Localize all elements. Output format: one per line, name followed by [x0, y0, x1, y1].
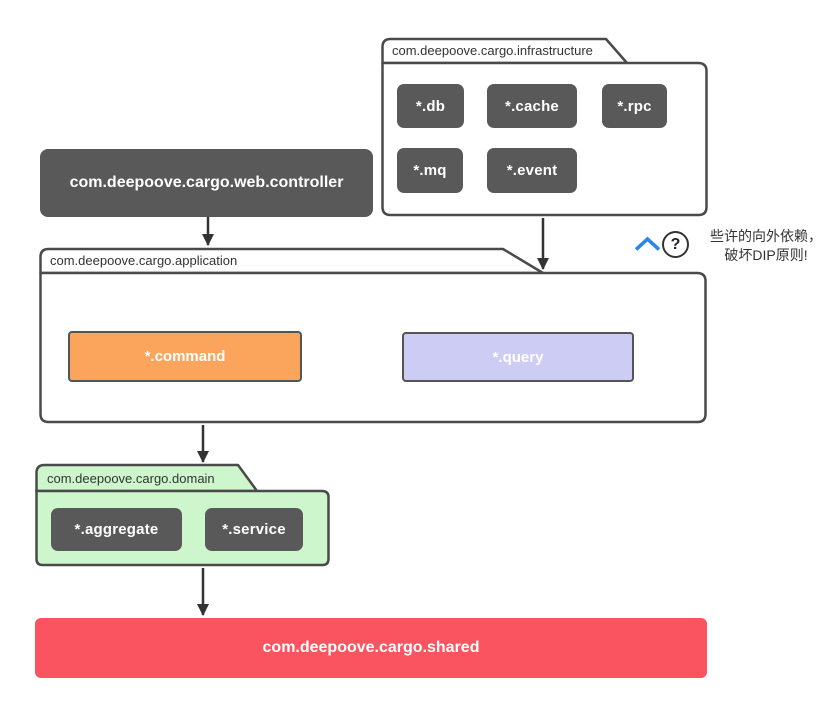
annotation-line-2: 破坏DIP原则!: [724, 247, 808, 263]
web-controller-label: com.deepoove.cargo.web.controller: [69, 174, 344, 191]
annotation-note: 些许的向外依赖， 破坏DIP原则!: [697, 227, 835, 265]
module-aggregate: *.aggregate: [51, 508, 182, 551]
annotation-line-1: 些许的向外依赖，: [710, 228, 822, 244]
chevron-up-icon: [634, 236, 661, 251]
module-mq: *.mq: [397, 148, 463, 193]
module-command: *.command: [68, 331, 302, 382]
module-db: *.db: [397, 84, 464, 128]
shared-package: com.deepoove.cargo.shared: [35, 618, 707, 678]
module-event-label: *.event: [506, 162, 558, 179]
module-query: *.query: [402, 332, 634, 382]
application-package: com.deepoove.cargo.application *.command…: [39, 247, 707, 426]
module-command-label: *.command: [144, 348, 226, 365]
module-cache: *.cache: [487, 84, 577, 128]
module-rpc: *.rpc: [602, 84, 667, 128]
module-query-label: *.query: [492, 348, 544, 366]
infrastructure-package: com.deepoove.cargo.infrastructure *.db *…: [381, 37, 709, 219]
domain-package: com.deepoove.cargo.domain *.aggregate *.…: [35, 463, 331, 569]
shared-label: com.deepoove.cargo.shared: [262, 639, 480, 656]
module-aggregate-label: *.aggregate: [74, 521, 159, 538]
infrastructure-label: com.deepoove.cargo.infrastructure: [392, 43, 593, 58]
module-service-label: *.service: [222, 521, 286, 538]
module-db-label: *.db: [415, 97, 446, 115]
application-folder-outline: [39, 247, 707, 424]
application-label: com.deepoove.cargo.application: [50, 253, 238, 268]
help-icon[interactable]: ?: [662, 231, 689, 258]
module-mq-label: *.mq: [413, 162, 447, 179]
module-event: *.event: [487, 148, 577, 193]
module-cache-label: *.cache: [505, 97, 559, 115]
web-controller-package: com.deepoove.cargo.web.controller: [40, 149, 373, 217]
module-service: *.service: [205, 508, 303, 551]
help-icon-glyph: ?: [670, 235, 681, 253]
collapse-annotation-control[interactable]: [634, 236, 661, 252]
module-rpc-label: *.rpc: [617, 97, 652, 115]
domain-label: com.deepoove.cargo.domain: [47, 471, 215, 486]
